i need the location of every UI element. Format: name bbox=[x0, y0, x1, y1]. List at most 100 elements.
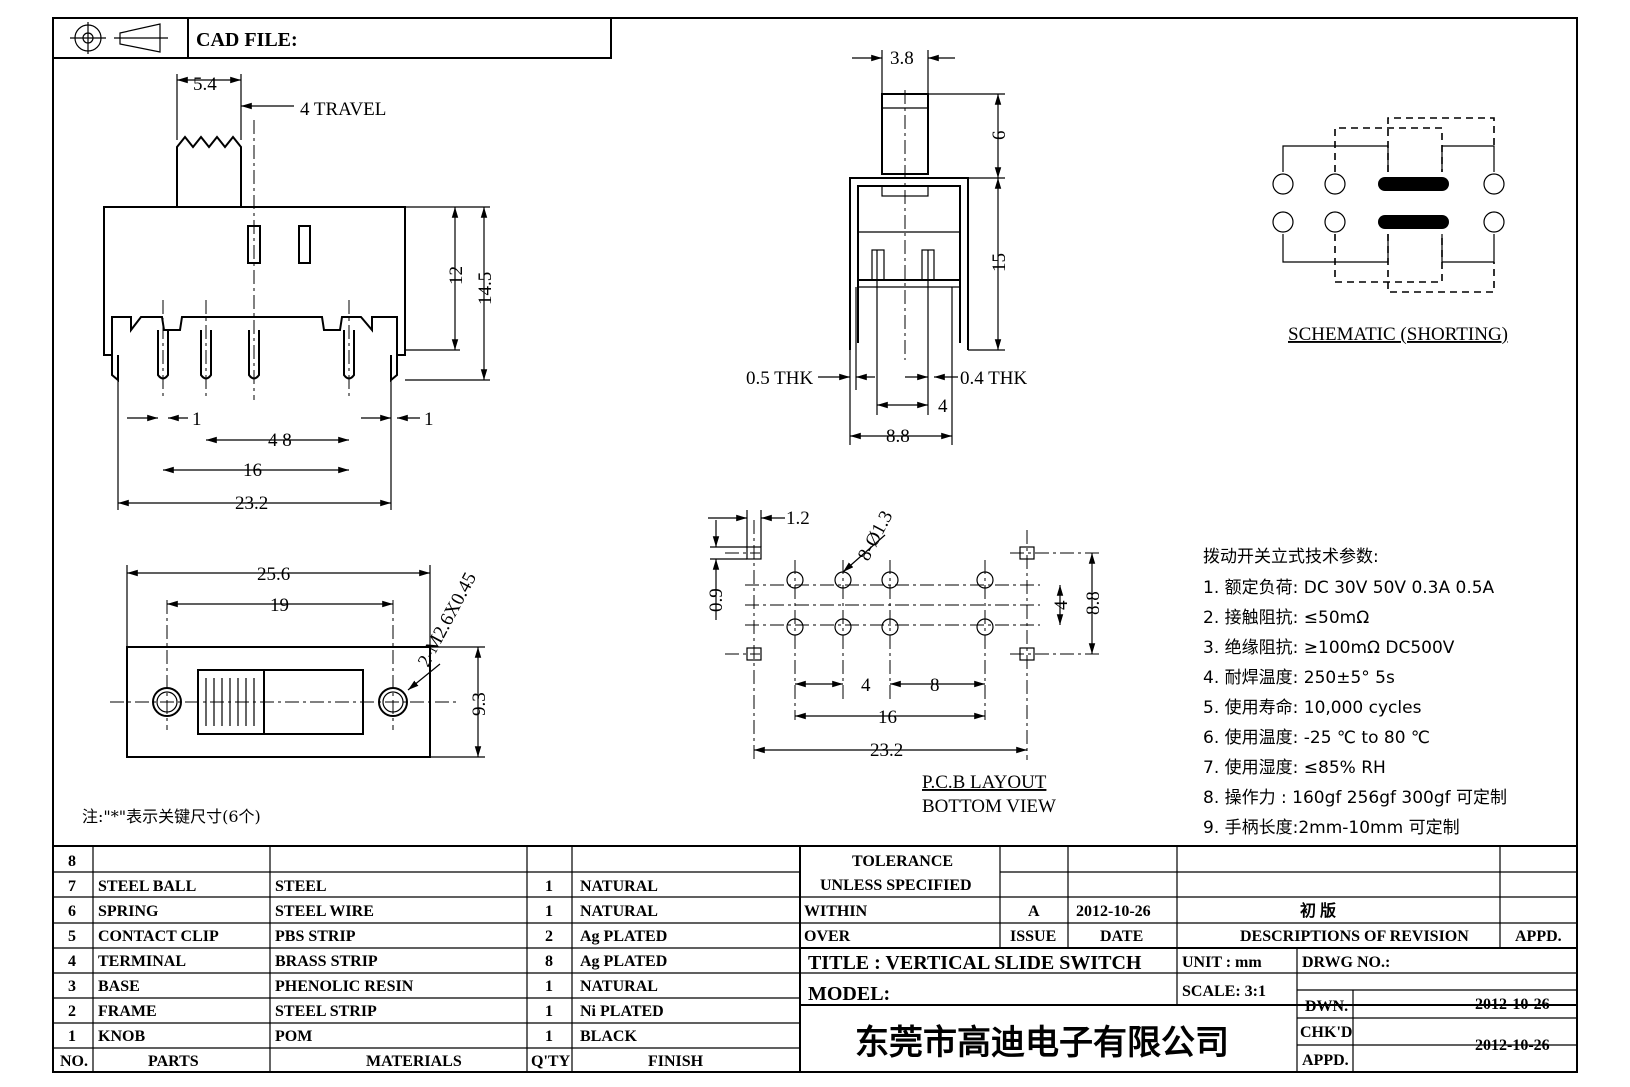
dim-1-left: 1 bbox=[192, 409, 202, 430]
bom-material: BRASS STRIP bbox=[275, 953, 378, 970]
pcb-caption-bottom-view: BOTTOM VIEW bbox=[922, 796, 1056, 817]
bom-header-finish: FINISH bbox=[648, 1053, 704, 1070]
bom-part: CONTACT CLIP bbox=[98, 928, 219, 945]
dim-9-3: 9.3 bbox=[469, 692, 490, 716]
bom-finish: NATURAL bbox=[580, 978, 658, 995]
within-label: WITHIN bbox=[804, 903, 868, 920]
bom-part: BASE bbox=[98, 978, 140, 995]
bom-no: 8 bbox=[68, 853, 76, 870]
spec-item: 1. 额定负荷: DC 30V 50V 0.3A 0.5A bbox=[1203, 578, 1495, 598]
dim-23-2-pcb: 23.2 bbox=[870, 740, 903, 761]
revision-date: 2012-10-26 bbox=[1076, 903, 1151, 920]
dim-15: 15 bbox=[989, 253, 1010, 272]
dim-12: 12 bbox=[446, 266, 467, 285]
bom-material: PBS STRIP bbox=[275, 928, 356, 945]
over-label: OVER bbox=[804, 928, 851, 945]
bom-no: 6 bbox=[68, 903, 76, 920]
spec-item: 5. 使用寿命: 10,000 cycles bbox=[1203, 697, 1422, 718]
dim-8-8-front: 8.8 bbox=[886, 426, 910, 447]
spec-item: 2. 接触阻抗: ≤50mΩ bbox=[1203, 608, 1369, 628]
spec-item: 8. 操作力 : 160gf 256gf 300gf 可定制 bbox=[1203, 788, 1507, 808]
bom-no: 2 bbox=[68, 1003, 76, 1020]
bom-material: STEEL STRIP bbox=[275, 1003, 377, 1020]
checked-label: CHK'D bbox=[1300, 1024, 1352, 1041]
spec-list: 拨动开关立式技术参数: 1. 额定负荷: DC 30V 50V 0.3A 0.5… bbox=[1203, 547, 1507, 838]
bom-no: 4 bbox=[68, 953, 76, 970]
bom-table: 8 7 STEEL BALL STEEL 1 NATURAL 6 SPRING … bbox=[53, 845, 1577, 1072]
schematic: SCHEMATIC (SHORTING) bbox=[1272, 117, 1508, 345]
bom-no: 7 bbox=[68, 878, 76, 895]
bom-header-parts: PARTS bbox=[148, 1053, 199, 1070]
bom-material: STEEL WIRE bbox=[275, 903, 374, 920]
dim-3-8: 3.8 bbox=[890, 48, 914, 69]
spec-title: 拨动开关立式技术参数: bbox=[1203, 547, 1379, 567]
description-header: DESCRIPTIONS OF REVISION bbox=[1240, 928, 1469, 945]
bom-header-qty: Q'TY bbox=[531, 1053, 571, 1070]
unit-label: UNIT : mm bbox=[1182, 954, 1262, 971]
bom-material: POM bbox=[275, 1028, 312, 1045]
dim-19: 19 bbox=[270, 595, 289, 616]
dim-23-2: 23.2 bbox=[235, 493, 268, 514]
bom-qty: 8 bbox=[545, 953, 553, 970]
pcb-layout: 1.2 8-Ø1.3 0.9 4 8.8 4 8 16 23.2 P.C.B L… bbox=[706, 507, 1104, 817]
bom-finish: Ni PLATED bbox=[580, 1003, 664, 1020]
side-view: 5.4 4 TRAVEL 12 14.5 1 1 4 8 16 23.2 bbox=[103, 74, 496, 514]
spec-item: 7. 使用湿度: ≤85% RH bbox=[1203, 757, 1386, 778]
cad-file-header: CAD FILE: bbox=[52, 17, 612, 59]
dim-0-9: 0.9 bbox=[706, 588, 727, 612]
dim-16-pcb: 16 bbox=[878, 707, 897, 728]
dim-4-front: 4 bbox=[938, 396, 948, 417]
dim-0-4-thk: 0.4 THK bbox=[960, 368, 1027, 389]
bom-finish: Ag PLATED bbox=[580, 928, 667, 945]
bom-part: FRAME bbox=[98, 1003, 157, 1020]
drawing-title: TITLE : VERTICAL SLIDE SWITCH bbox=[808, 952, 1142, 974]
dim-14-5: 14.5 bbox=[475, 272, 496, 305]
bom-part: SPRING bbox=[98, 903, 159, 920]
tolerance-label: TOLERANCE bbox=[852, 853, 953, 870]
bom-header-no: NO. bbox=[60, 1053, 88, 1070]
issue-header: ISSUE bbox=[1010, 928, 1056, 945]
bom-part: TERMINAL bbox=[98, 953, 186, 970]
scale-label: SCALE: 3:1 bbox=[1182, 983, 1266, 1000]
bom-material: STEEL bbox=[275, 878, 327, 895]
bom-no: 1 bbox=[68, 1028, 76, 1045]
bom-qty: 1 bbox=[545, 878, 553, 895]
dim-0-5-thk: 0.5 THK bbox=[746, 368, 813, 389]
bom-qty: 2 bbox=[545, 928, 553, 945]
bom-no: 3 bbox=[68, 978, 76, 995]
bom-finish: NATURAL bbox=[580, 903, 658, 920]
dim-4-pcb-b: 4 bbox=[861, 675, 871, 696]
dim-travel: 4 TRAVEL bbox=[300, 99, 386, 120]
dim-1-right: 1 bbox=[424, 409, 434, 430]
dim-8-pcb: 8 bbox=[930, 675, 940, 696]
cad-file-label: CAD FILE: bbox=[196, 29, 298, 51]
bom-material: PHENOLIC RESIN bbox=[275, 978, 414, 995]
bom-no: 5 bbox=[68, 928, 76, 945]
bom-finish: BLACK bbox=[580, 1028, 637, 1045]
dim-16: 16 bbox=[243, 460, 262, 481]
spec-item: 9. 手柄长度:2mm-10mm 可定制 bbox=[1203, 818, 1460, 838]
dim-1-2: 1.2 bbox=[786, 508, 810, 529]
pcb-caption-layout: P.C.B LAYOUT bbox=[922, 772, 1047, 793]
schematic-caption: SCHEMATIC (SHORTING) bbox=[1288, 324, 1508, 345]
note-key-dimensions: 注:"*"表示关键尺寸(6个) bbox=[82, 807, 261, 826]
dim-25-6: 25.6 bbox=[257, 564, 290, 585]
bom-header-materials: MATERIALS bbox=[366, 1053, 462, 1070]
dim-4-pcb: 4 bbox=[1051, 600, 1072, 610]
bom-qty: 1 bbox=[545, 978, 553, 995]
spec-item: 4. 耐焊温度: 250±5° 5s bbox=[1203, 668, 1395, 688]
dim-holes: 8-Ø1.3 bbox=[854, 507, 898, 564]
company-name: 东莞市高迪电子有限公司 bbox=[855, 1023, 1229, 1063]
date-header: DATE bbox=[1100, 928, 1143, 945]
top-view: 25.6 19 2-M2.6X0.45 9.3 bbox=[110, 564, 490, 758]
revision-description: 初 版 bbox=[1300, 901, 1336, 920]
dim-5-4: 5.4 bbox=[193, 74, 217, 95]
bom-qty: 1 bbox=[545, 1028, 553, 1045]
drawn-label: DWN. bbox=[1305, 998, 1348, 1015]
title-block: TOLERANCE UNLESS SPECIFIED WITHIN OVER A… bbox=[800, 846, 1577, 1072]
model-label: MODEL: bbox=[808, 983, 890, 1005]
bom-qty: 1 bbox=[545, 903, 553, 920]
bom-finish: Ag PLATED bbox=[580, 953, 667, 970]
projection-symbol-icon bbox=[70, 22, 168, 54]
